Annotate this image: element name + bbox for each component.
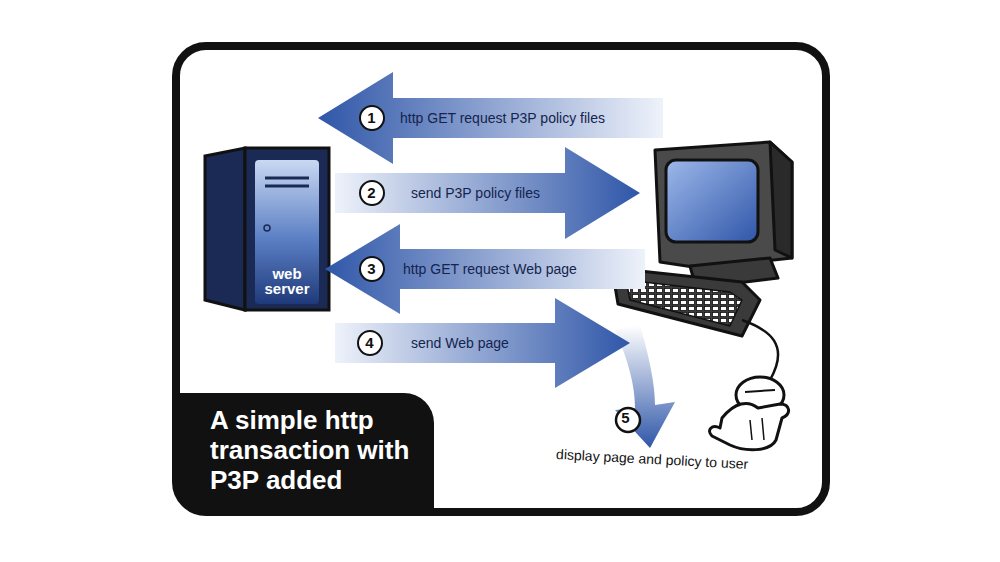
callout-number: 4	[357, 330, 383, 356]
computer	[612, 142, 792, 450]
server-side	[205, 148, 245, 310]
callout-number: 3	[359, 256, 385, 282]
server-label: web server	[257, 266, 317, 296]
step-arrow: 2 send P3P policy files	[335, 147, 640, 239]
frame	[176, 46, 826, 512]
step-arrow: 1 http GET request P3P policy files	[318, 72, 663, 164]
arrow-body	[335, 298, 630, 388]
callout-number: 5	[615, 407, 637, 429]
arrow-label: send Web page	[411, 334, 509, 352]
title-panel: A simple http transaction with P3P added	[176, 393, 434, 512]
arrow-body	[335, 147, 640, 239]
callout-number: 1	[359, 105, 385, 131]
server-box: web server	[205, 148, 330, 313]
arrow-body	[325, 224, 645, 314]
callout-number: 2	[359, 180, 385, 206]
arrow-label: http GET request P3P policy files	[400, 109, 605, 127]
power-light	[264, 225, 270, 231]
arrow-label: send P3P policy files	[411, 184, 540, 202]
arrow-body	[318, 72, 663, 164]
step-arrow: 3 http GET request Web page	[325, 224, 645, 314]
drive-slot	[265, 185, 309, 188]
server-front	[245, 148, 329, 310]
step-arrow: 4 send Web page	[335, 298, 630, 388]
server-panel	[255, 160, 319, 304]
arrow-label: http GET request Web page	[403, 260, 577, 278]
drive-slot	[265, 177, 309, 180]
